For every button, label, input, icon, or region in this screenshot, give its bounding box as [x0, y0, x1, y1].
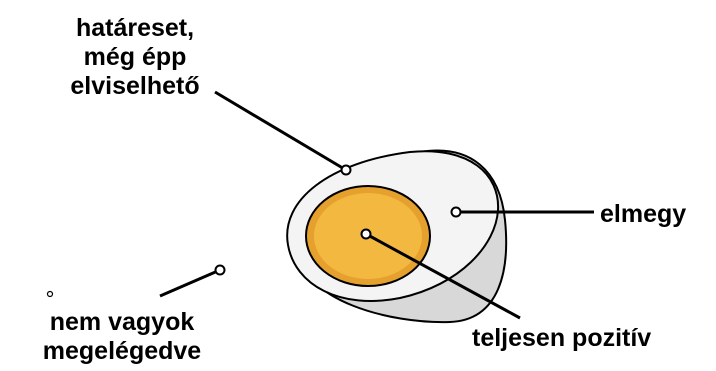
- label-borderline-line-3: elviselhető: [70, 72, 200, 100]
- label-not-satisfied-line-2: megelégedve: [42, 337, 202, 365]
- pointer-dot-bottom-left: [214, 264, 226, 276]
- pointer-dot-top: [340, 164, 352, 176]
- small-dot: [46, 290, 54, 298]
- label-fully-positive: teljesen pozitív: [472, 324, 652, 352]
- pointer-line-top: [214, 90, 347, 172]
- label-borderline-line-2: még épp: [83, 43, 187, 71]
- label-borderline: határeset, még épp elviselhető: [40, 14, 230, 101]
- label-not-satisfied-line-1: nem vagyok: [49, 308, 195, 336]
- label-not-satisfied: nem vagyok megelégedve: [22, 308, 222, 366]
- label-borderline-line-1: határeset,: [75, 14, 195, 42]
- pointer-line-bottom-right: [365, 232, 521, 320]
- label-okay: elmegy: [600, 200, 687, 228]
- pointer-line-bottom-left: [159, 268, 221, 298]
- pointer-dot-bottom-right: [360, 228, 372, 240]
- pointer-dot-right: [450, 206, 462, 218]
